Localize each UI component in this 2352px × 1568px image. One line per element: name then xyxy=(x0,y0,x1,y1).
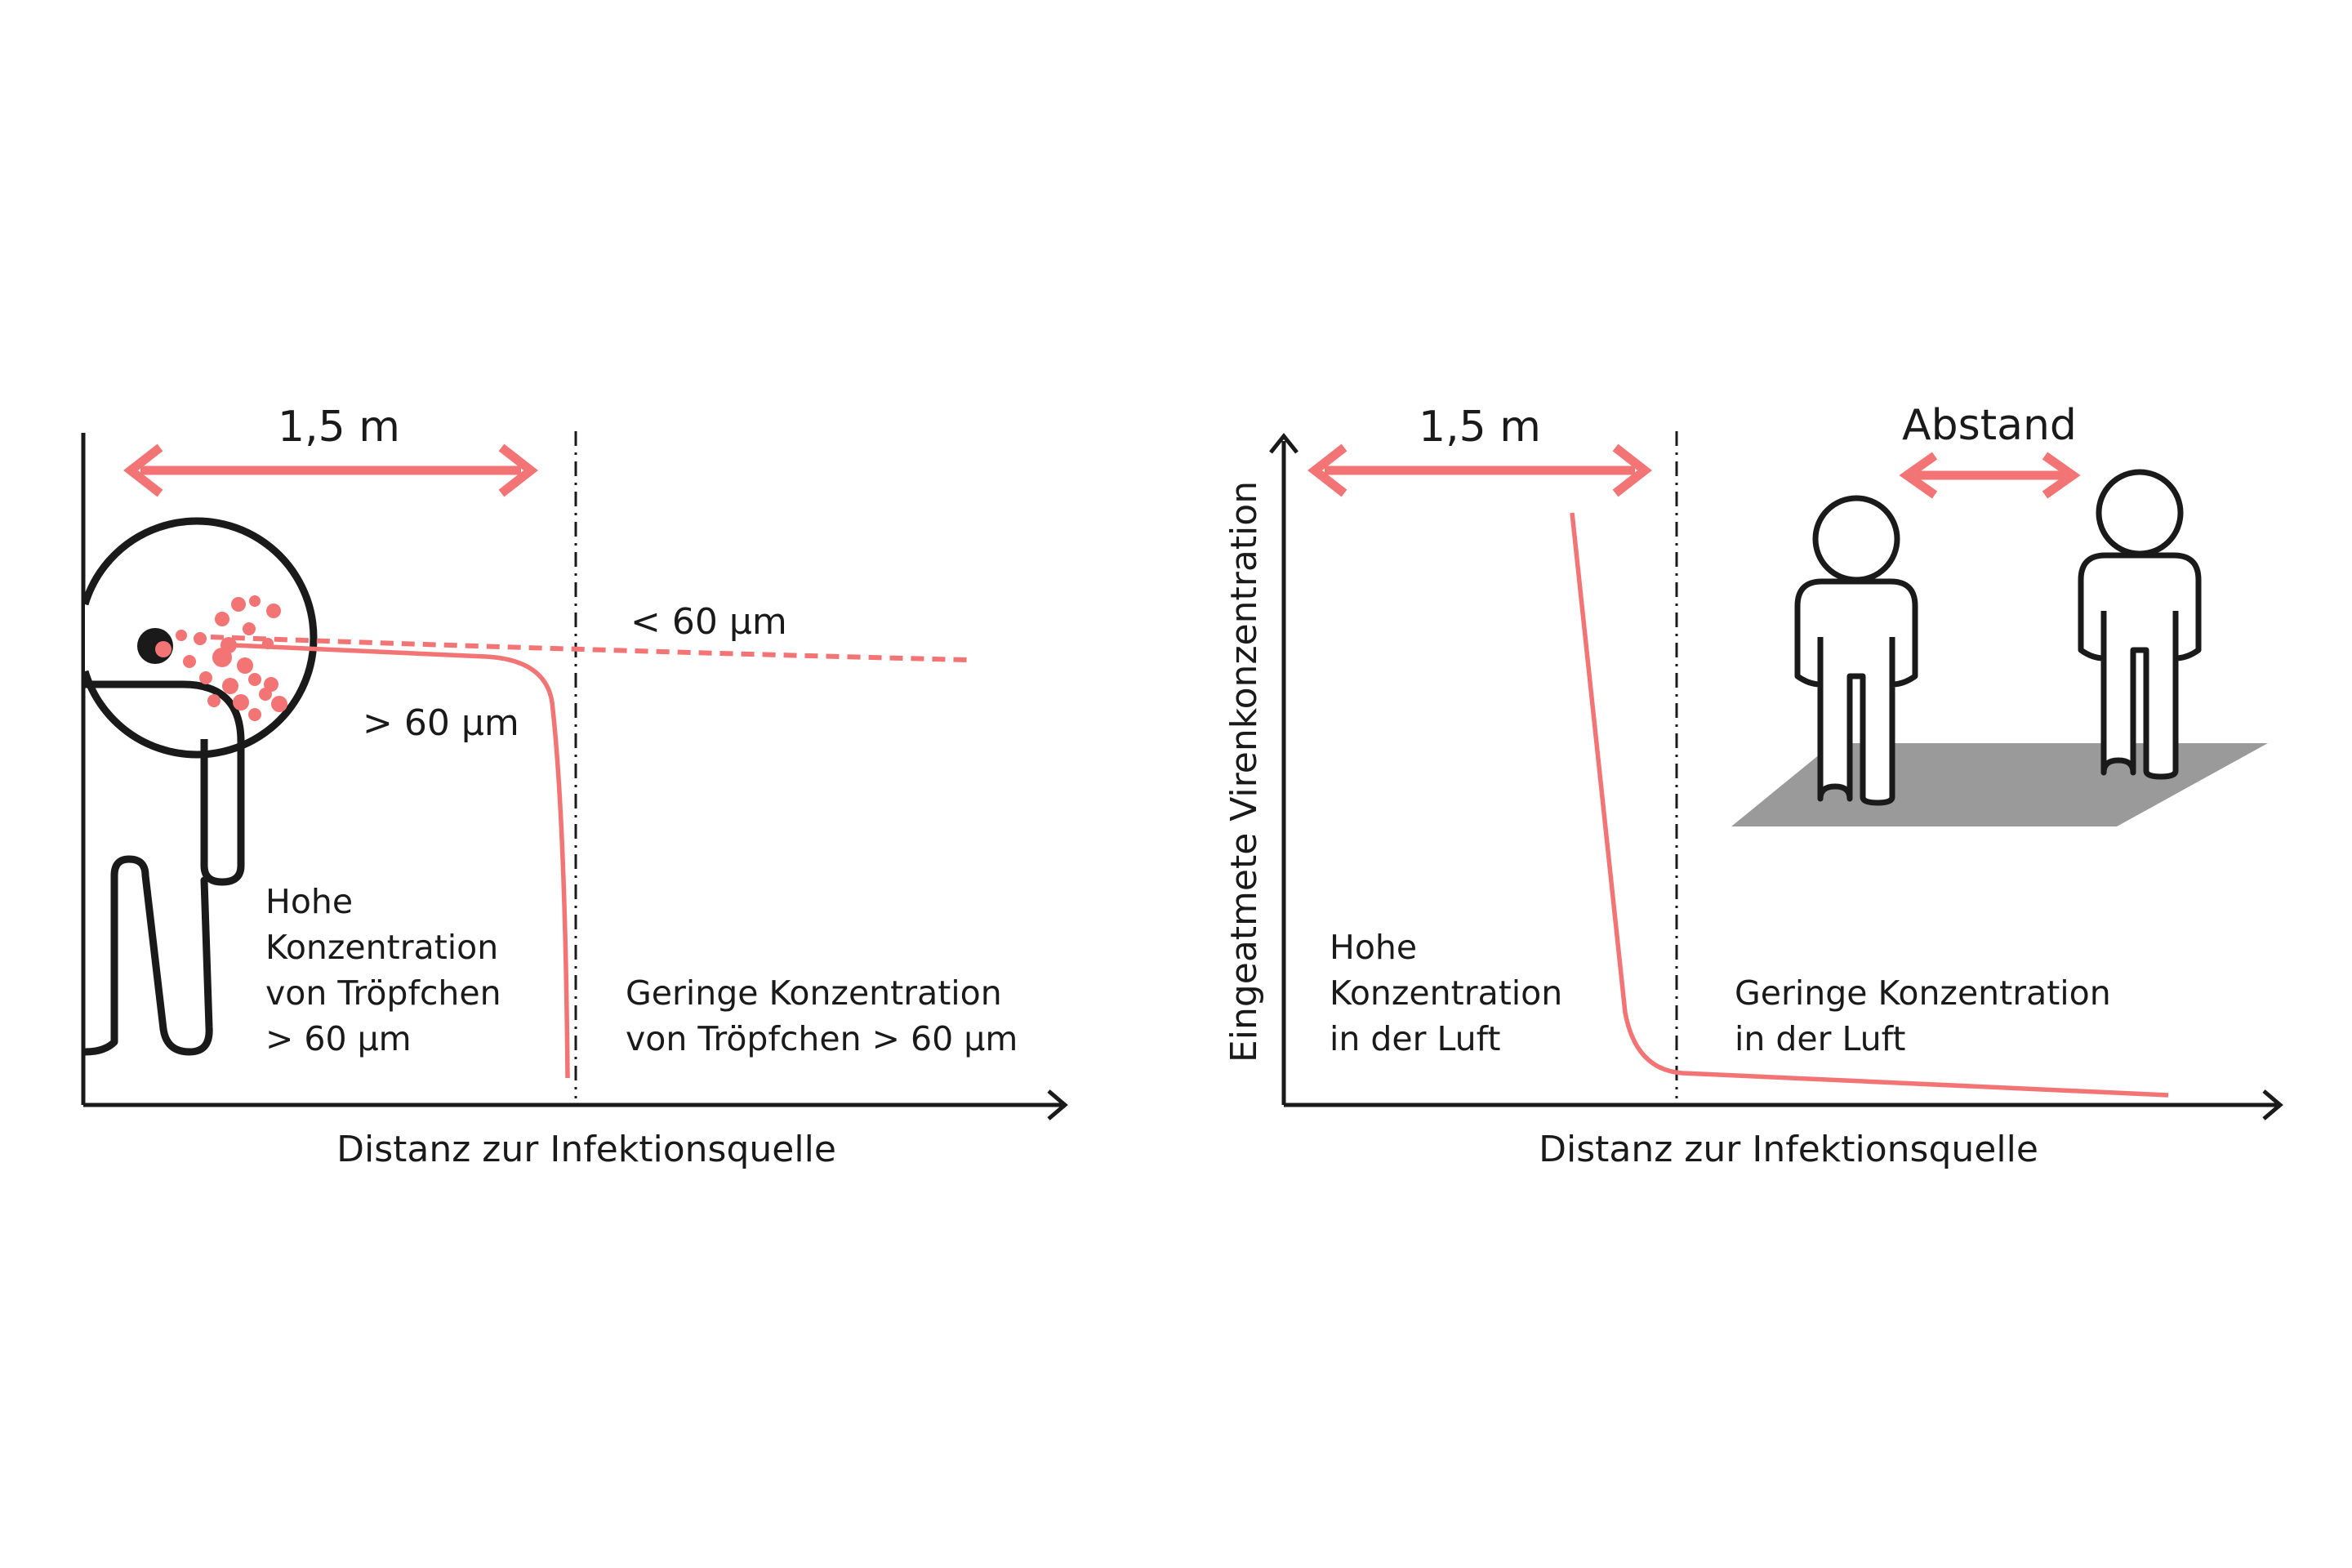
small-droplet-curve xyxy=(210,635,969,662)
right-high-concentration-text: Hohe Konzentration in der Luft xyxy=(1330,928,1562,1058)
svg-text:Konzentration: Konzentration xyxy=(1330,973,1562,1013)
left-high-concentration-text: Hohe Konzentration von Tröpfchen > 60 µm xyxy=(265,882,501,1058)
right-distance-label: 1,5 m xyxy=(1419,403,1541,452)
virus-concentration-curve xyxy=(1570,512,2169,1098)
svg-text:in der Luft: in der Luft xyxy=(1735,1019,1905,1058)
right-panel: 1,5 m Eingeatmete Virenkonzentration Hoh… xyxy=(1223,401,2283,1170)
left-distance-label: 1,5 m xyxy=(278,403,400,452)
svg-text:von Tröpfchen > 60 µm: von Tröpfchen > 60 µm xyxy=(626,1019,1018,1058)
svg-text:Hohe: Hohe xyxy=(1330,928,1417,967)
svg-text:> 60 µm: > 60 µm xyxy=(265,1019,412,1058)
left-x-axis-arrowhead xyxy=(1047,1089,1068,1120)
right-x-axis-arrowhead xyxy=(2262,1089,2283,1120)
left-panel: 1,5 m xyxy=(81,403,1068,1170)
spacing-double-arrow xyxy=(1899,452,2081,499)
svg-text:Konzentration: Konzentration xyxy=(265,928,498,967)
svg-text:in der Luft: in der Luft xyxy=(1330,1019,1500,1058)
spacing-label: Abstand xyxy=(1902,401,2077,450)
floor-plane xyxy=(1731,743,2268,826)
large-droplet-label: > 60 µm xyxy=(363,702,519,744)
svg-text:Geringe Konzentration: Geringe Konzentration xyxy=(626,973,1002,1013)
standing-person-2-icon xyxy=(2078,469,2202,780)
right-y-axis-label: Eingeatmete Virenkonzentration xyxy=(1223,481,1265,1062)
svg-text:Hohe: Hohe xyxy=(265,882,353,921)
large-droplet-curve xyxy=(232,643,570,1079)
small-droplet-label: < 60 µm xyxy=(630,601,787,643)
svg-text:von Tröpfchen: von Tröpfchen xyxy=(265,973,501,1013)
left-low-concentration-text: Geringe Konzentration von Tröpfchen > 60… xyxy=(626,973,1018,1058)
left-x-axis-label: Distanz zur Infektionsquelle xyxy=(336,1129,836,1170)
standing-person-1-icon xyxy=(1794,495,1918,806)
svg-text:Geringe Konzentration: Geringe Konzentration xyxy=(1735,973,2111,1013)
sneezing-person-icon xyxy=(81,517,318,1056)
right-low-concentration-text: Geringe Konzentration in der Luft xyxy=(1735,973,2111,1058)
left-distance-double-arrow xyxy=(123,443,538,497)
right-x-axis-label: Distanz zur Infektionsquelle xyxy=(1539,1129,2038,1170)
right-y-axis-arrowhead xyxy=(1269,432,1298,454)
sneeze-droplets xyxy=(155,595,287,721)
social-distance-illustration: Abstand xyxy=(1731,401,2268,826)
right-distance-double-arrow xyxy=(1307,443,1652,497)
